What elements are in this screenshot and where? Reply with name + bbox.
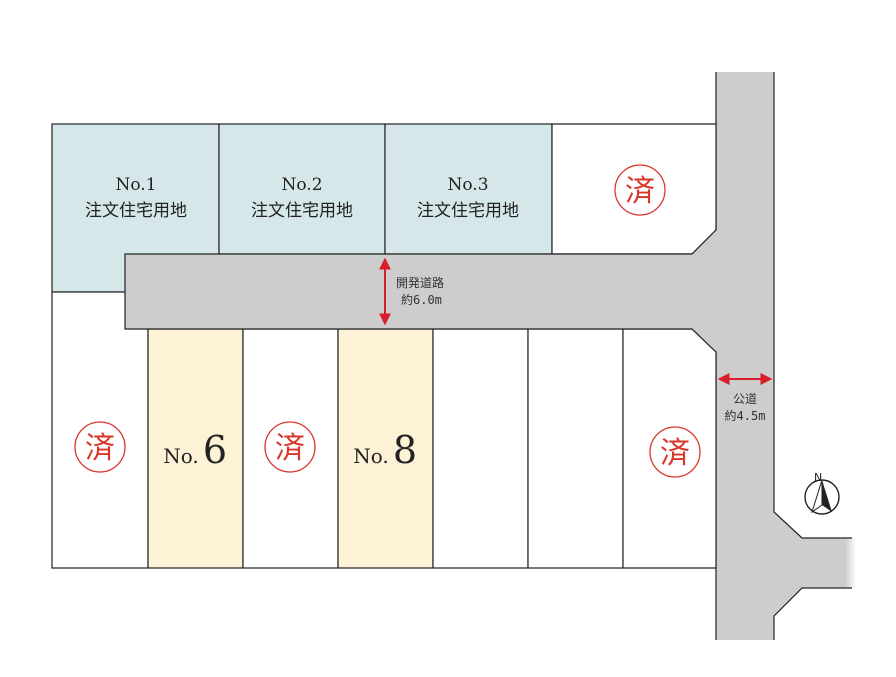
svg-text:済: 済 <box>275 431 305 466</box>
lot-no2[interactable] <box>218 123 386 255</box>
svg-text:済: 済 <box>660 436 690 471</box>
public-road <box>716 72 852 640</box>
lot-no3-number: No.3 <box>447 175 488 195</box>
svg-text:No.: No. <box>163 444 199 468</box>
development-road-width: 約6.0m <box>401 292 442 307</box>
lot-no1-number: No.1 <box>115 175 156 195</box>
north-compass-icon: N <box>804 471 840 515</box>
public-road-name: 公道 <box>733 392 757 406</box>
svg-text:8: 8 <box>393 428 417 472</box>
public-road-branch-fade <box>820 538 856 588</box>
public-road-width: 約4.5m <box>725 408 766 423</box>
lot-no2-label: 注文住宅用地 <box>251 201 353 221</box>
svg-text:No.: No. <box>353 444 389 468</box>
lot-no8-label: No. 8 <box>353 428 417 472</box>
development-road <box>125 230 716 352</box>
lot-no1-label: 注文住宅用地 <box>85 201 187 221</box>
lot-no3-label: 注文住宅用地 <box>417 201 519 221</box>
svg-text:6: 6 <box>203 428 227 472</box>
lot-no5[interactable] <box>51 291 149 569</box>
svg-text:済: 済 <box>625 174 655 209</box>
lot-no10[interactable] <box>527 328 624 569</box>
sold-mark-no7: 済 <box>264 421 316 473</box>
svg-text:済: 済 <box>85 431 115 466</box>
sold-mark-no4: 済 <box>614 164 666 216</box>
lot-no2-number: No.2 <box>281 175 322 195</box>
sold-mark-no11: 済 <box>649 426 701 478</box>
sold-mark-no5: 済 <box>74 421 126 473</box>
lot-no6-label: No. 6 <box>163 428 227 472</box>
development-road-name: 開発道路 <box>396 275 444 290</box>
compass-north-label: N <box>814 471 822 484</box>
lot-no9[interactable] <box>432 328 529 569</box>
lot-no6[interactable] <box>147 328 244 569</box>
